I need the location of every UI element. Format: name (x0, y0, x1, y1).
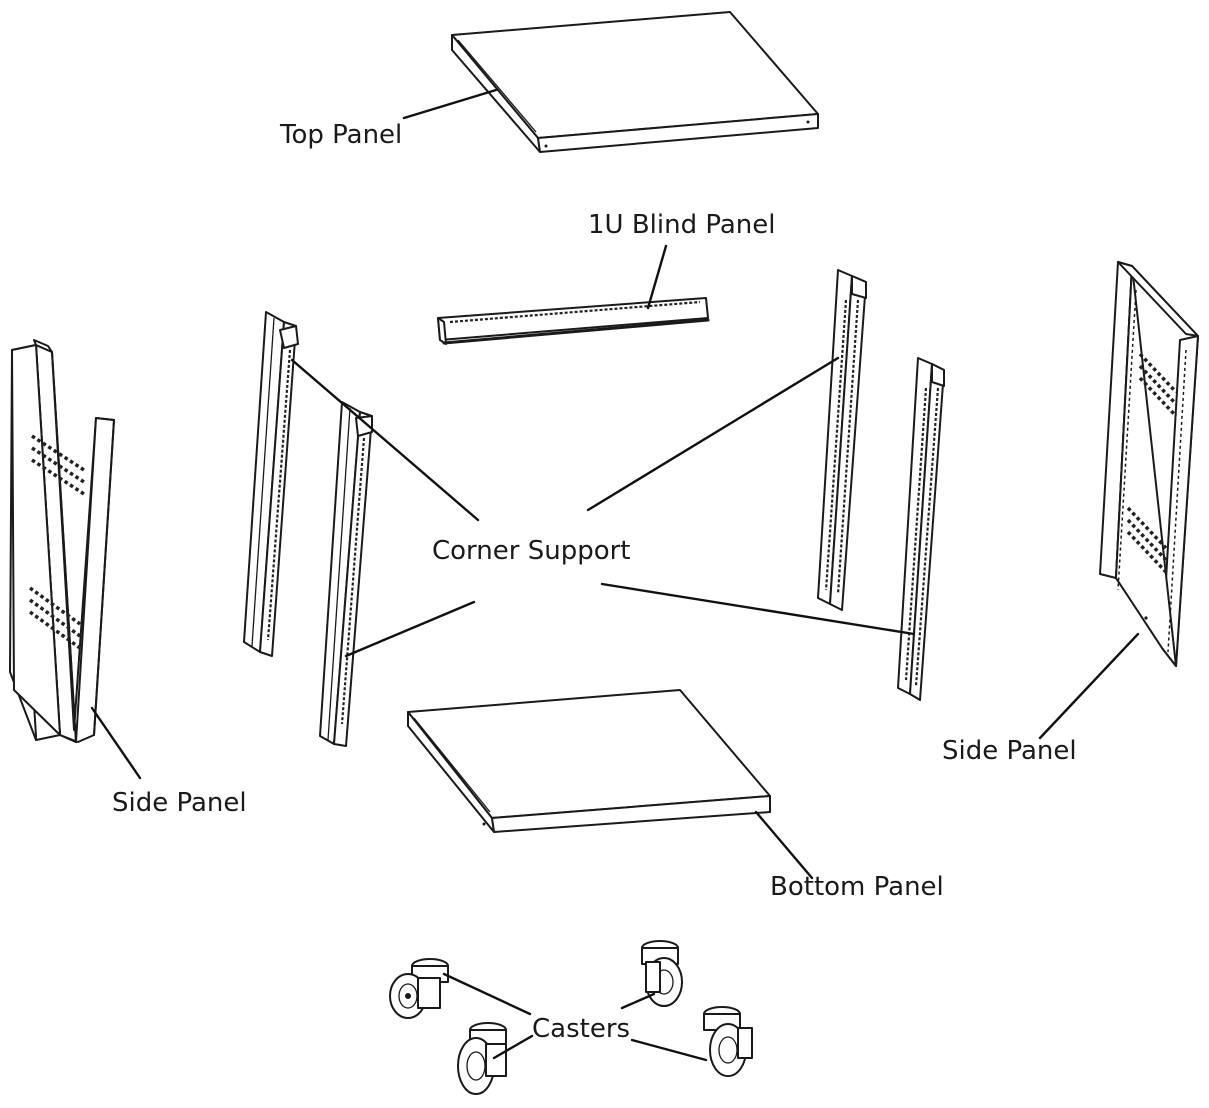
bottom-panel-part (407, 689, 771, 833)
label-side-panel-left: Side Panel (112, 788, 247, 818)
label-casters: Casters (532, 1014, 631, 1044)
top-panel-part (451, 11, 819, 153)
label-side-panel-right: Side Panel (942, 736, 1077, 766)
caster-top-left (389, 958, 449, 1019)
right-corner-support-b (897, 357, 945, 701)
label-top-panel: Top Panel (280, 120, 403, 150)
caster-bottom-left (457, 1022, 507, 1095)
left-corner-support-b (319, 401, 373, 747)
left-corner-support-a (243, 311, 299, 657)
label-blind-panel: 1U Blind Panel (588, 210, 776, 240)
caster-bottom-right (703, 1006, 753, 1077)
leader-lines (90, 88, 1140, 1062)
right-corner-support-a (817, 269, 867, 611)
right-side-panel-part (1099, 261, 1199, 667)
blind-panel-part (437, 297, 710, 345)
left-side-panel-part (9, 339, 115, 743)
label-bottom-panel: Bottom Panel (770, 872, 944, 902)
label-corner-support: Corner Support (432, 536, 631, 566)
